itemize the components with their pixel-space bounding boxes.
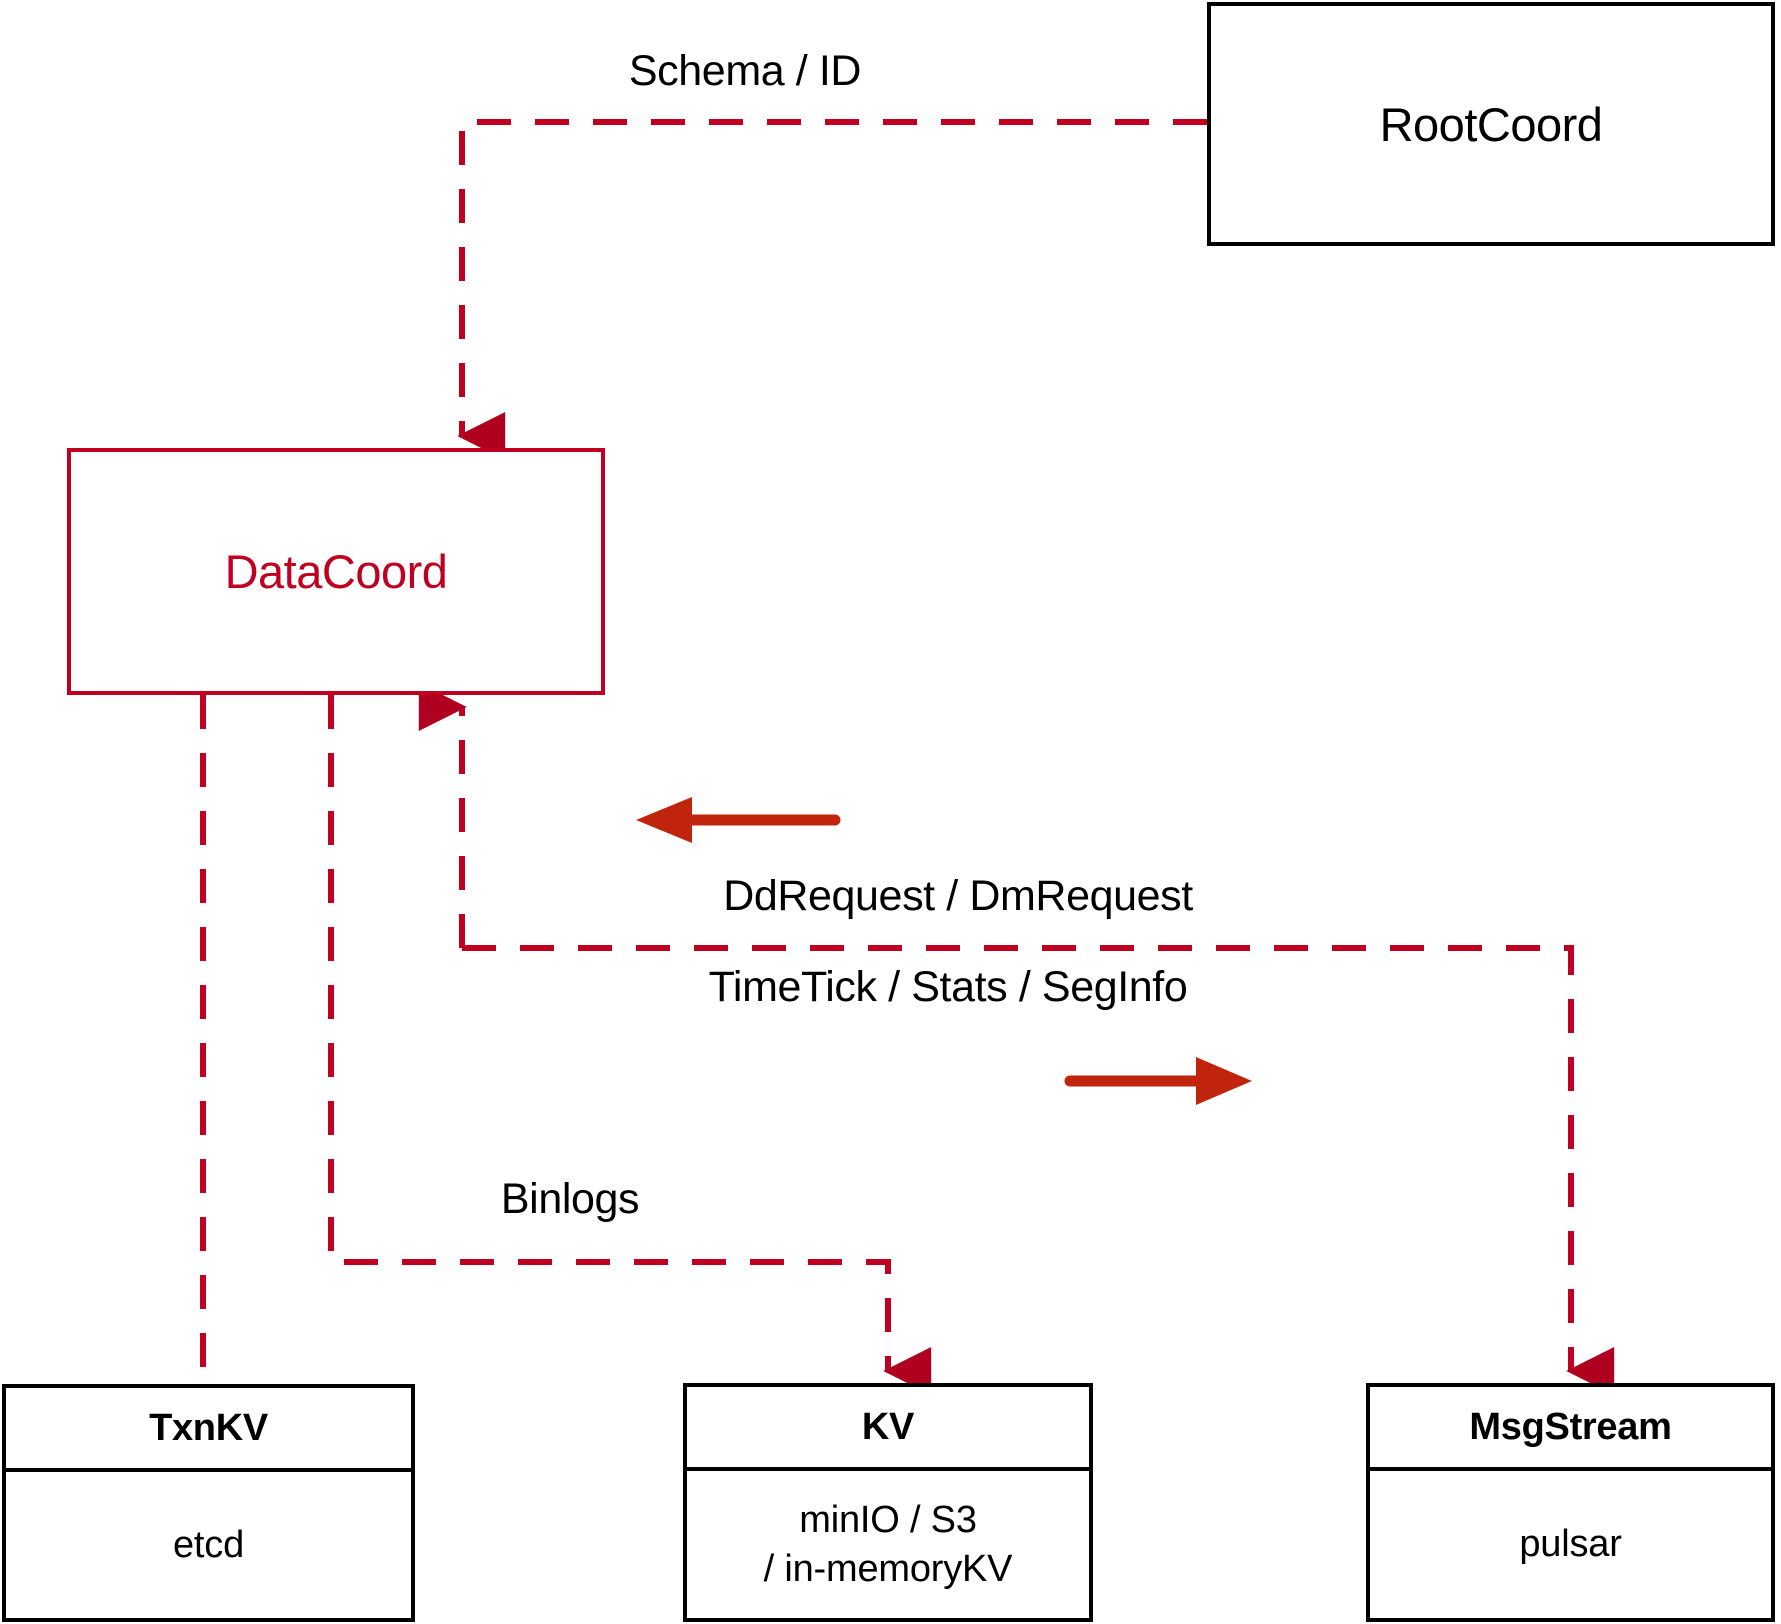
node-txnkv-divider [6,1468,411,1472]
node-kv-title: KV [861,1405,915,1448]
node-txnkv[interactable]: TxnKV etcd [2,1384,415,1622]
node-datacoord-label: DataCoord [224,545,448,598]
node-kv-divider [687,1467,1089,1471]
node-rootcoord[interactable]: RootCoord [1207,2,1775,246]
node-kv-subtitle-line2: / in-memoryKV [763,1547,1013,1590]
left-arrow-icon [636,797,841,843]
node-rootcoord-label: RootCoord [1379,97,1603,151]
node-msgstream[interactable]: MsgStream pulsar [1366,1383,1775,1622]
node-txnkv-subtitle: etcd [172,1523,245,1566]
edge-label-schema-id: Schema / ID [628,47,862,95]
edge-label-dd-dm-request: DdRequest / DmRequest [723,872,1193,920]
node-msgstream-title: MsgStream [1469,1405,1672,1448]
node-msgstream-subtitle: pulsar [1519,1523,1622,1566]
edge-label-timetick-stats-seginfo: TimeTick / Stats / SegInfo [708,963,1188,1011]
node-kv[interactable]: KV minIO / S3 / in-memoryKV [683,1383,1093,1622]
node-datacoord[interactable]: DataCoord [67,448,605,695]
right-arrow-icon [1064,1057,1252,1105]
edge-binlogs [328,695,932,1395]
edge-label-binlogs: Binlogs [500,1175,640,1223]
node-msgstream-divider [1370,1467,1771,1471]
edge-schema-id [457,119,1207,460]
edge-msgstream-datacoord [418,683,1615,1395]
node-kv-subtitle: minIO / S3 / in-memoryKV [687,1471,1089,1618]
node-kv-subtitle-line1: minIO / S3 [799,1498,977,1541]
node-txnkv-title: TxnKV [149,1406,268,1449]
